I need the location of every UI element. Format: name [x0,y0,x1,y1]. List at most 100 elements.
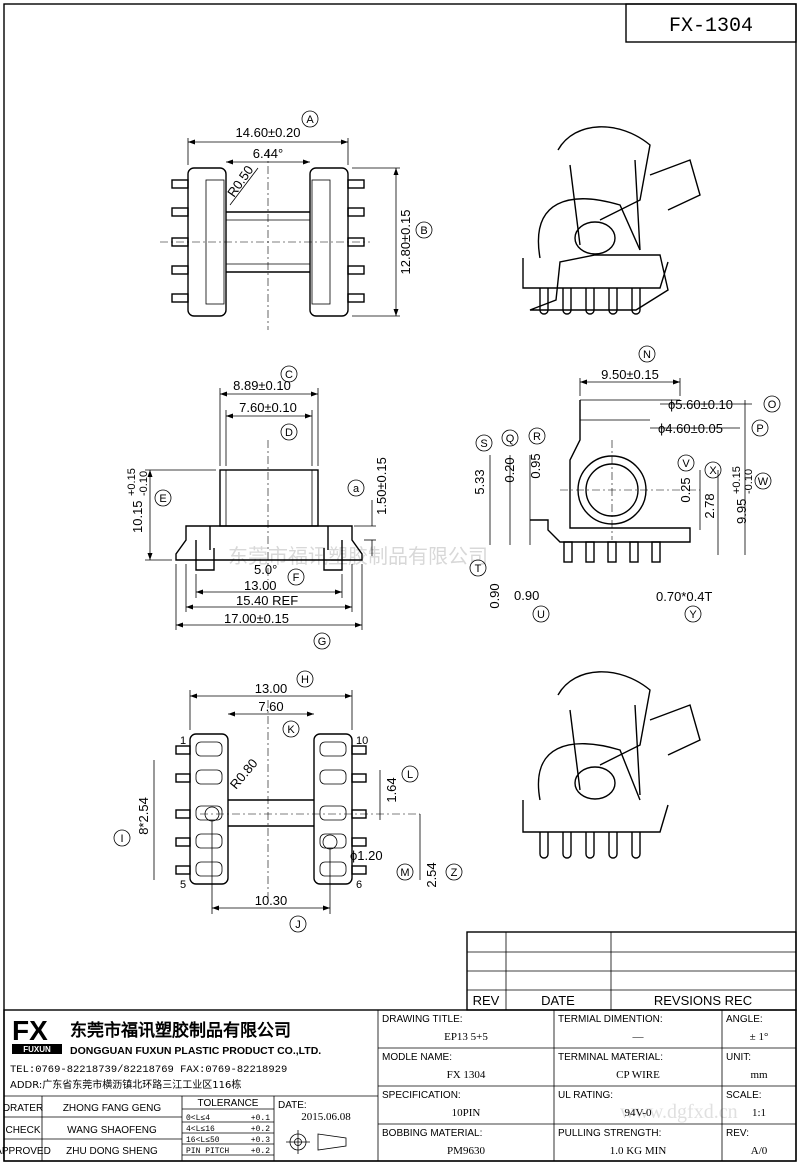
watermark: 东莞市福讯塑胶制品有限公司 www.dgfxd.cn [228,545,738,1123]
iso-pin-2 [562,832,572,859]
svg-text:a: a [353,483,360,495]
dim-outer-diameter: ϕ5.60±0.10 [668,397,733,412]
revision-table: REV DATE REVSIONS REC [466,931,797,1011]
svg-text:V: V [682,458,690,470]
signoff-role: CHECK [5,1125,40,1136]
field-label-drawing_title: DRAWING TITLE: [382,1014,463,1025]
top-pin-left-4 [171,265,189,275]
field-value-specification: 10PIN [452,1107,481,1119]
iso-pin-2 [562,288,572,315]
pin-label-10: 10 [356,735,368,747]
side-pin-5 [651,541,661,563]
iso-pin-1 [539,832,549,859]
top-pin-left-2 [171,207,189,217]
title-block: FX FUXUN 东莞市福讯塑胶制品有限公司 DONGGUAN FUXUN PL… [0,1009,797,1162]
field-value-model_name: FX 1304 [447,1069,486,1081]
svg-text:W: W [758,476,769,488]
dim-bv-width: 13.00 [255,681,288,696]
marker-D: D [280,423,298,441]
dim-bv-10-30: 10.30 [255,893,288,908]
field-label-terminal_material: TERMINAL MATERIAL: [558,1052,663,1063]
signoff-name: ZHONG FANG GENG [63,1103,162,1114]
dim-side-height: 9.95 +0.15 -0.10 [731,466,755,524]
svg-text:S: S [480,438,487,450]
marker-Q: Q [501,429,519,447]
svg-text:D: D [285,427,293,439]
dim-pin-size: 0.70*0.4T [656,589,712,604]
dim-bv-1-64: 1.64 [384,777,399,802]
svg-text:P: P [756,423,763,435]
svg-text:F: F [293,572,300,584]
marker-B: B [415,221,433,239]
signoff-name: WANG SHAOFENG [67,1125,157,1136]
rev-header: REV [473,993,500,1008]
svg-text:Y: Y [689,609,697,621]
marker-Y: Y [684,605,702,623]
dim-pin-thickness: 0.90 [514,588,539,603]
dim-bv-2-54: 2.54 [424,862,439,887]
tolerance-value: +0.3 [251,1136,270,1145]
date-label: DATE: [278,1100,307,1111]
svg-text:N: N [643,349,651,361]
iso-pin-1 [539,288,549,315]
svg-text:+0.15: +0.15 [126,468,138,496]
field-value-drawing_title: EP13 5+5 [444,1031,488,1043]
tolerance-range: 16<L≤50 [186,1136,220,1145]
svg-text:E: E [159,493,166,505]
svg-text:X: X [709,465,717,477]
signoff-name: ZHU DONG SHENG [66,1146,158,1157]
dim-draft-angle: 6.44° [253,146,284,161]
iso-pin-5 [631,832,641,859]
marker-E: E [154,489,172,507]
field-label-terminal_dimention: TERMIAL DIMENTION: [558,1014,663,1025]
dim-inner-diameter: ϕ4.60±0.05 [658,421,723,436]
dim-pin-span: 13.00 [244,578,277,593]
dim-0-25: 0.25 [678,477,693,502]
marker-F: F [287,568,305,586]
sheet-border [3,3,797,1162]
marker-Z: Z [445,863,463,881]
iso-pin-5 [631,288,641,315]
bottom-pin-left-2 [175,773,191,783]
company-address: ADDR:广东省东莞市横沥镇北环路三江工业区116栋 [10,1078,241,1091]
svg-text:9.95: 9.95 [734,499,749,524]
marker-N: N [638,345,656,363]
field-value-bobbing_material: PM9630 [447,1145,485,1157]
svg-text:H: H [301,674,309,686]
company-tel: TEL:0769-82218739/82218769 FAX:0769-8221… [10,1064,287,1076]
signoff-role: DRATER [3,1103,43,1114]
marker-S: S [475,434,493,452]
side-pin-1 [563,541,573,563]
bottom-pin-right-4 [351,837,367,847]
field-value-pulling_strength: 1.0 KG MIN [610,1145,667,1157]
svg-text:L: L [407,769,413,781]
watermark-text: 东莞市福讯塑胶制品有限公司 [228,545,488,568]
top-pin-right-4 [347,265,365,275]
marker-I: I [113,829,131,847]
svg-text:K: K [287,724,295,736]
bottom-pad-right-2 [319,769,347,785]
tolerance-range: 4<L≤16 [186,1125,215,1134]
isometric-view-top [522,126,701,315]
field-label-angle: ANGLE: [726,1014,763,1025]
field-value-scale: 1:1 [752,1107,766,1119]
field-label-pulling_strength: PULLING STRENGTH: [558,1128,661,1139]
field-value-unit: mm [750,1069,768,1081]
projection-symbol [286,1130,347,1154]
field-value-angle: ± 1° [750,1031,769,1043]
svg-text:-0.10: -0.10 [138,471,150,496]
side-view: 9.50±0.15 ϕ5.60±0.10 ϕ4.60±0.05 5.33 0.2… [469,345,781,623]
date-value: 2015.06.08 [301,1111,351,1123]
dim-overall-width: 14.60±0.20 [236,125,301,140]
bottom-view: 13.00 7.60 R0.80 1.64 8*2.54 ϕ1.20 2.54 … [113,670,463,933]
bottom-pad-right-1 [319,741,347,757]
bottom-pin-right-5 [351,865,367,875]
svg-text:A: A [306,114,314,126]
side-pin-3 [607,541,617,563]
svg-text:I: I [120,833,123,845]
company-logo: FX FUXUN [12,1015,62,1054]
revisions-header: REVSIONS REC [654,993,752,1008]
svg-text:O: O [768,399,777,411]
svg-text:FX: FX [12,1015,48,1046]
